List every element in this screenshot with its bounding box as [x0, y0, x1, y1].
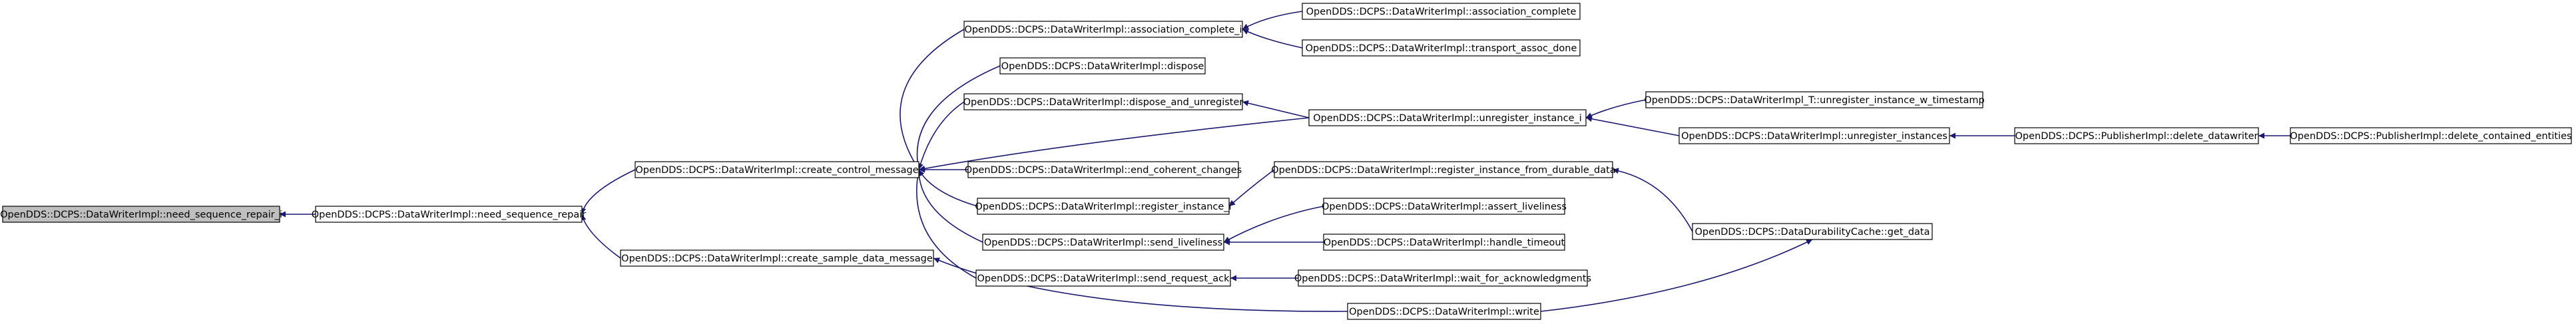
node-box[interactable] [2014, 127, 2259, 144]
node-box[interactable] [1645, 91, 1983, 108]
edge-register-instance-from-durable-data-to-register-instance-i [1228, 169, 1275, 207]
node-box[interactable] [2, 206, 280, 223]
graph-node-transport-assoc-done[interactable]: OpenDDS::DCPS::DataWriterImpl::transport… [1302, 39, 1581, 57]
edge-dispose-to-create-control-message [914, 65, 1001, 170]
node-label: OpenDDS::DCPS::DataWriterImpl::need_sequ… [0, 210, 282, 220]
edge-get-data-to-register-instance-from-durable-data [1612, 168, 1693, 232]
graph-node-create-control-message[interactable]: OpenDDS::DCPS::DataWriterImpl::create_co… [635, 161, 919, 178]
node-label: OpenDDS::DCPS::DataDurabilityCache::get_… [1694, 227, 1930, 238]
node-label: OpenDDS::DCPS::DataWriterImpl::handle_ti… [1324, 238, 1565, 248]
node-box[interactable] [1274, 161, 1613, 178]
graph-node-need-sequence-repair[interactable]: OpenDDS::DCPS::DataWriterImpl::need_sequ… [312, 206, 587, 223]
node-box[interactable] [1323, 234, 1565, 251]
graph-node-end-coherent-changes[interactable]: OpenDDS::DCPS::DataWriterImpl::end_coher… [965, 161, 1242, 178]
node-box[interactable] [2290, 127, 2572, 144]
graph-node-association-complete-i[interactable]: OpenDDS::DCPS::DataWriterImpl::associati… [963, 21, 1243, 38]
edge-dispose-and-unregister-to-create-control-message [917, 101, 965, 170]
graph-node-handle-timeout[interactable]: OpenDDS::DCPS::DataWriterImpl::handle_ti… [1323, 234, 1565, 251]
node-box[interactable] [963, 21, 1243, 38]
edge-unregister-instances-to-unregister-instance-i [1585, 116, 1680, 136]
node-box[interactable] [1298, 269, 1588, 287]
node-label: OpenDDS::DCPS::DataWriterImpl::create_co… [635, 165, 918, 176]
graph-node-unregister-instance-w-timestamp[interactable]: OpenDDS::DCPS::DataWriterImpl_T::unregis… [1644, 91, 1985, 108]
graph-node-delete-datawriter[interactable]: OpenDDS::DCPS::PublisherImpl::delete_dat… [2014, 127, 2259, 144]
edge-unregister-instance-i-to-create-control-message [918, 117, 1310, 172]
node-box[interactable] [963, 93, 1243, 110]
node-box[interactable] [635, 161, 919, 178]
node-box[interactable] [1302, 3, 1581, 20]
node-box[interactable] [1302, 39, 1581, 57]
graph-node-dispose[interactable]: OpenDDS::DCPS::DataWriterImpl::dispose [999, 57, 1206, 75]
node-box[interactable] [620, 249, 934, 267]
graph-node-register-instance-i[interactable]: OpenDDS::DCPS::DataWriterImpl::register_… [975, 198, 1232, 215]
node-box[interactable] [999, 57, 1206, 75]
graph-node-dispose-and-unregister[interactable]: OpenDDS::DCPS::DataWriterImpl::dispose_a… [963, 93, 1244, 110]
node-label: OpenDDS::DCPS::DataWriterImpl::create_sa… [621, 253, 933, 264]
edge-create-sample-data-message-to-need-sequence-repair [580, 214, 621, 259]
edge-association-complete-to-association-complete-i [1242, 11, 1303, 30]
node-label: OpenDDS::DCPS::DataWriterImpl::unregiste… [1681, 131, 1947, 142]
node-label: OpenDDS::DCPS::DataWriterImpl::register_… [1271, 165, 1615, 176]
node-box[interactable] [975, 269, 1231, 287]
edge-transport-assoc-done-to-association-complete-i [1242, 29, 1303, 49]
node-box[interactable] [977, 198, 1230, 215]
graph-node-get-data[interactable]: OpenDDS::DCPS::DataDurabilityCache::get_… [1692, 223, 1933, 240]
node-label: OpenDDS::DCPS::DataWriterImpl::need_sequ… [312, 210, 587, 220]
node-label: OpenDDS::DCPS::DataWriterImpl_T::unregis… [1644, 95, 1984, 106]
node-box[interactable] [967, 161, 1239, 178]
node-box[interactable] [1692, 223, 1933, 240]
node-label: OpenDDS::DCPS::DataWriterImpl::send_requ… [977, 273, 1230, 284]
graph-node-unregister-instances[interactable]: OpenDDS::DCPS::DataWriterImpl::unregiste… [1678, 127, 1950, 144]
graph-node-create-sample-data-message[interactable]: OpenDDS::DCPS::DataWriterImpl::create_sa… [620, 249, 934, 267]
node-label: OpenDDS::DCPS::DataWriterImpl::associati… [1306, 7, 1577, 17]
node-label: OpenDDS::DCPS::DataWriterImpl::assert_li… [1322, 202, 1567, 212]
graph-node-assert-liveliness[interactable]: OpenDDS::DCPS::DataWriterImpl::assert_li… [1322, 198, 1567, 215]
node-label: OpenDDS::DCPS::DataWriterImpl::register_… [975, 202, 1231, 212]
node-label: OpenDDS::DCPS::PublisherImpl::delete_con… [2290, 131, 2571, 142]
node-label: OpenDDS::DCPS::DataWriterImpl::transport… [1306, 43, 1577, 54]
node-label: OpenDDS::DCPS::DataWriterImpl::associati… [964, 25, 1242, 35]
edge-write-to-get-data [1540, 239, 1813, 312]
node-label: OpenDDS::DCPS::DataWriterImpl::write [1349, 307, 1539, 317]
node-label: OpenDDS::DCPS::DataWriterImpl::dispose_a… [963, 97, 1244, 108]
edge-send-liveliness-to-create-control-message [915, 169, 983, 243]
graph-node-delete-contained-entities[interactable]: OpenDDS::DCPS::PublisherImpl::delete_con… [2290, 127, 2572, 144]
edge-create-control-message-to-need-sequence-repair [580, 169, 636, 215]
node-box[interactable] [1308, 109, 1587, 126]
edge-register-instance-i-to-create-control-message [918, 169, 978, 207]
graph-node-association-complete[interactable]: OpenDDS::DCPS::DataWriterImpl::associati… [1302, 3, 1581, 20]
graph-node-need-sequence-repair-i[interactable]: OpenDDS::DCPS::DataWriterImpl::need_sequ… [0, 206, 282, 223]
edge-unregister-instance-w-timestamp-to-unregister-instance-i [1585, 99, 1647, 118]
edge-write-to-create-sample-data-message [933, 257, 1348, 312]
graph-node-wait-for-acknowledgments[interactable]: OpenDDS::DCPS::DataWriterImpl::wait_for_… [1294, 269, 1591, 287]
graph-node-send-request-ack[interactable]: OpenDDS::DCPS::DataWriterImpl::send_requ… [975, 269, 1231, 287]
node-box[interactable] [315, 206, 583, 223]
node-label: OpenDDS::DCPS::DataWriterImpl::wait_for_… [1294, 273, 1591, 284]
node-box[interactable] [1678, 127, 1950, 144]
graph-node-register-instance-from-durable-data[interactable]: OpenDDS::DCPS::DataWriterImpl::register_… [1271, 161, 1616, 178]
graph-node-send-liveliness[interactable]: OpenDDS::DCPS::DataWriterImpl::send_live… [982, 234, 1224, 251]
edge-assert-liveliness-to-send-liveliness [1223, 206, 1324, 243]
node-label: OpenDDS::DCPS::PublisherImpl::delete_dat… [2015, 131, 2258, 142]
node-box[interactable] [982, 234, 1224, 251]
node-box[interactable] [1347, 303, 1541, 320]
graph-node-write[interactable]: OpenDDS::DCPS::DataWriterImpl::write [1347, 303, 1541, 320]
node-label: OpenDDS::DCPS::DataWriterImpl::unregiste… [1313, 113, 1582, 124]
node-box[interactable] [1323, 198, 1565, 215]
node-label: OpenDDS::DCPS::DataWriterImpl::end_coher… [965, 165, 1242, 176]
node-label: OpenDDS::DCPS::DataWriterImpl::send_live… [984, 238, 1222, 248]
node-label: OpenDDS::DCPS::DataWriterImpl::dispose [1001, 61, 1204, 72]
edge-unregister-instance-i-to-dispose-and-unregister [1242, 100, 1310, 118]
edges-layer [280, 11, 2290, 312]
graph-node-unregister-instance-i[interactable]: OpenDDS::DCPS::DataWriterImpl::unregiste… [1308, 109, 1587, 126]
nodes-layer: OpenDDS::DCPS::DataWriterImpl::need_sequ… [0, 3, 2572, 320]
edge-association-complete-i-to-create-control-message [900, 29, 965, 170]
